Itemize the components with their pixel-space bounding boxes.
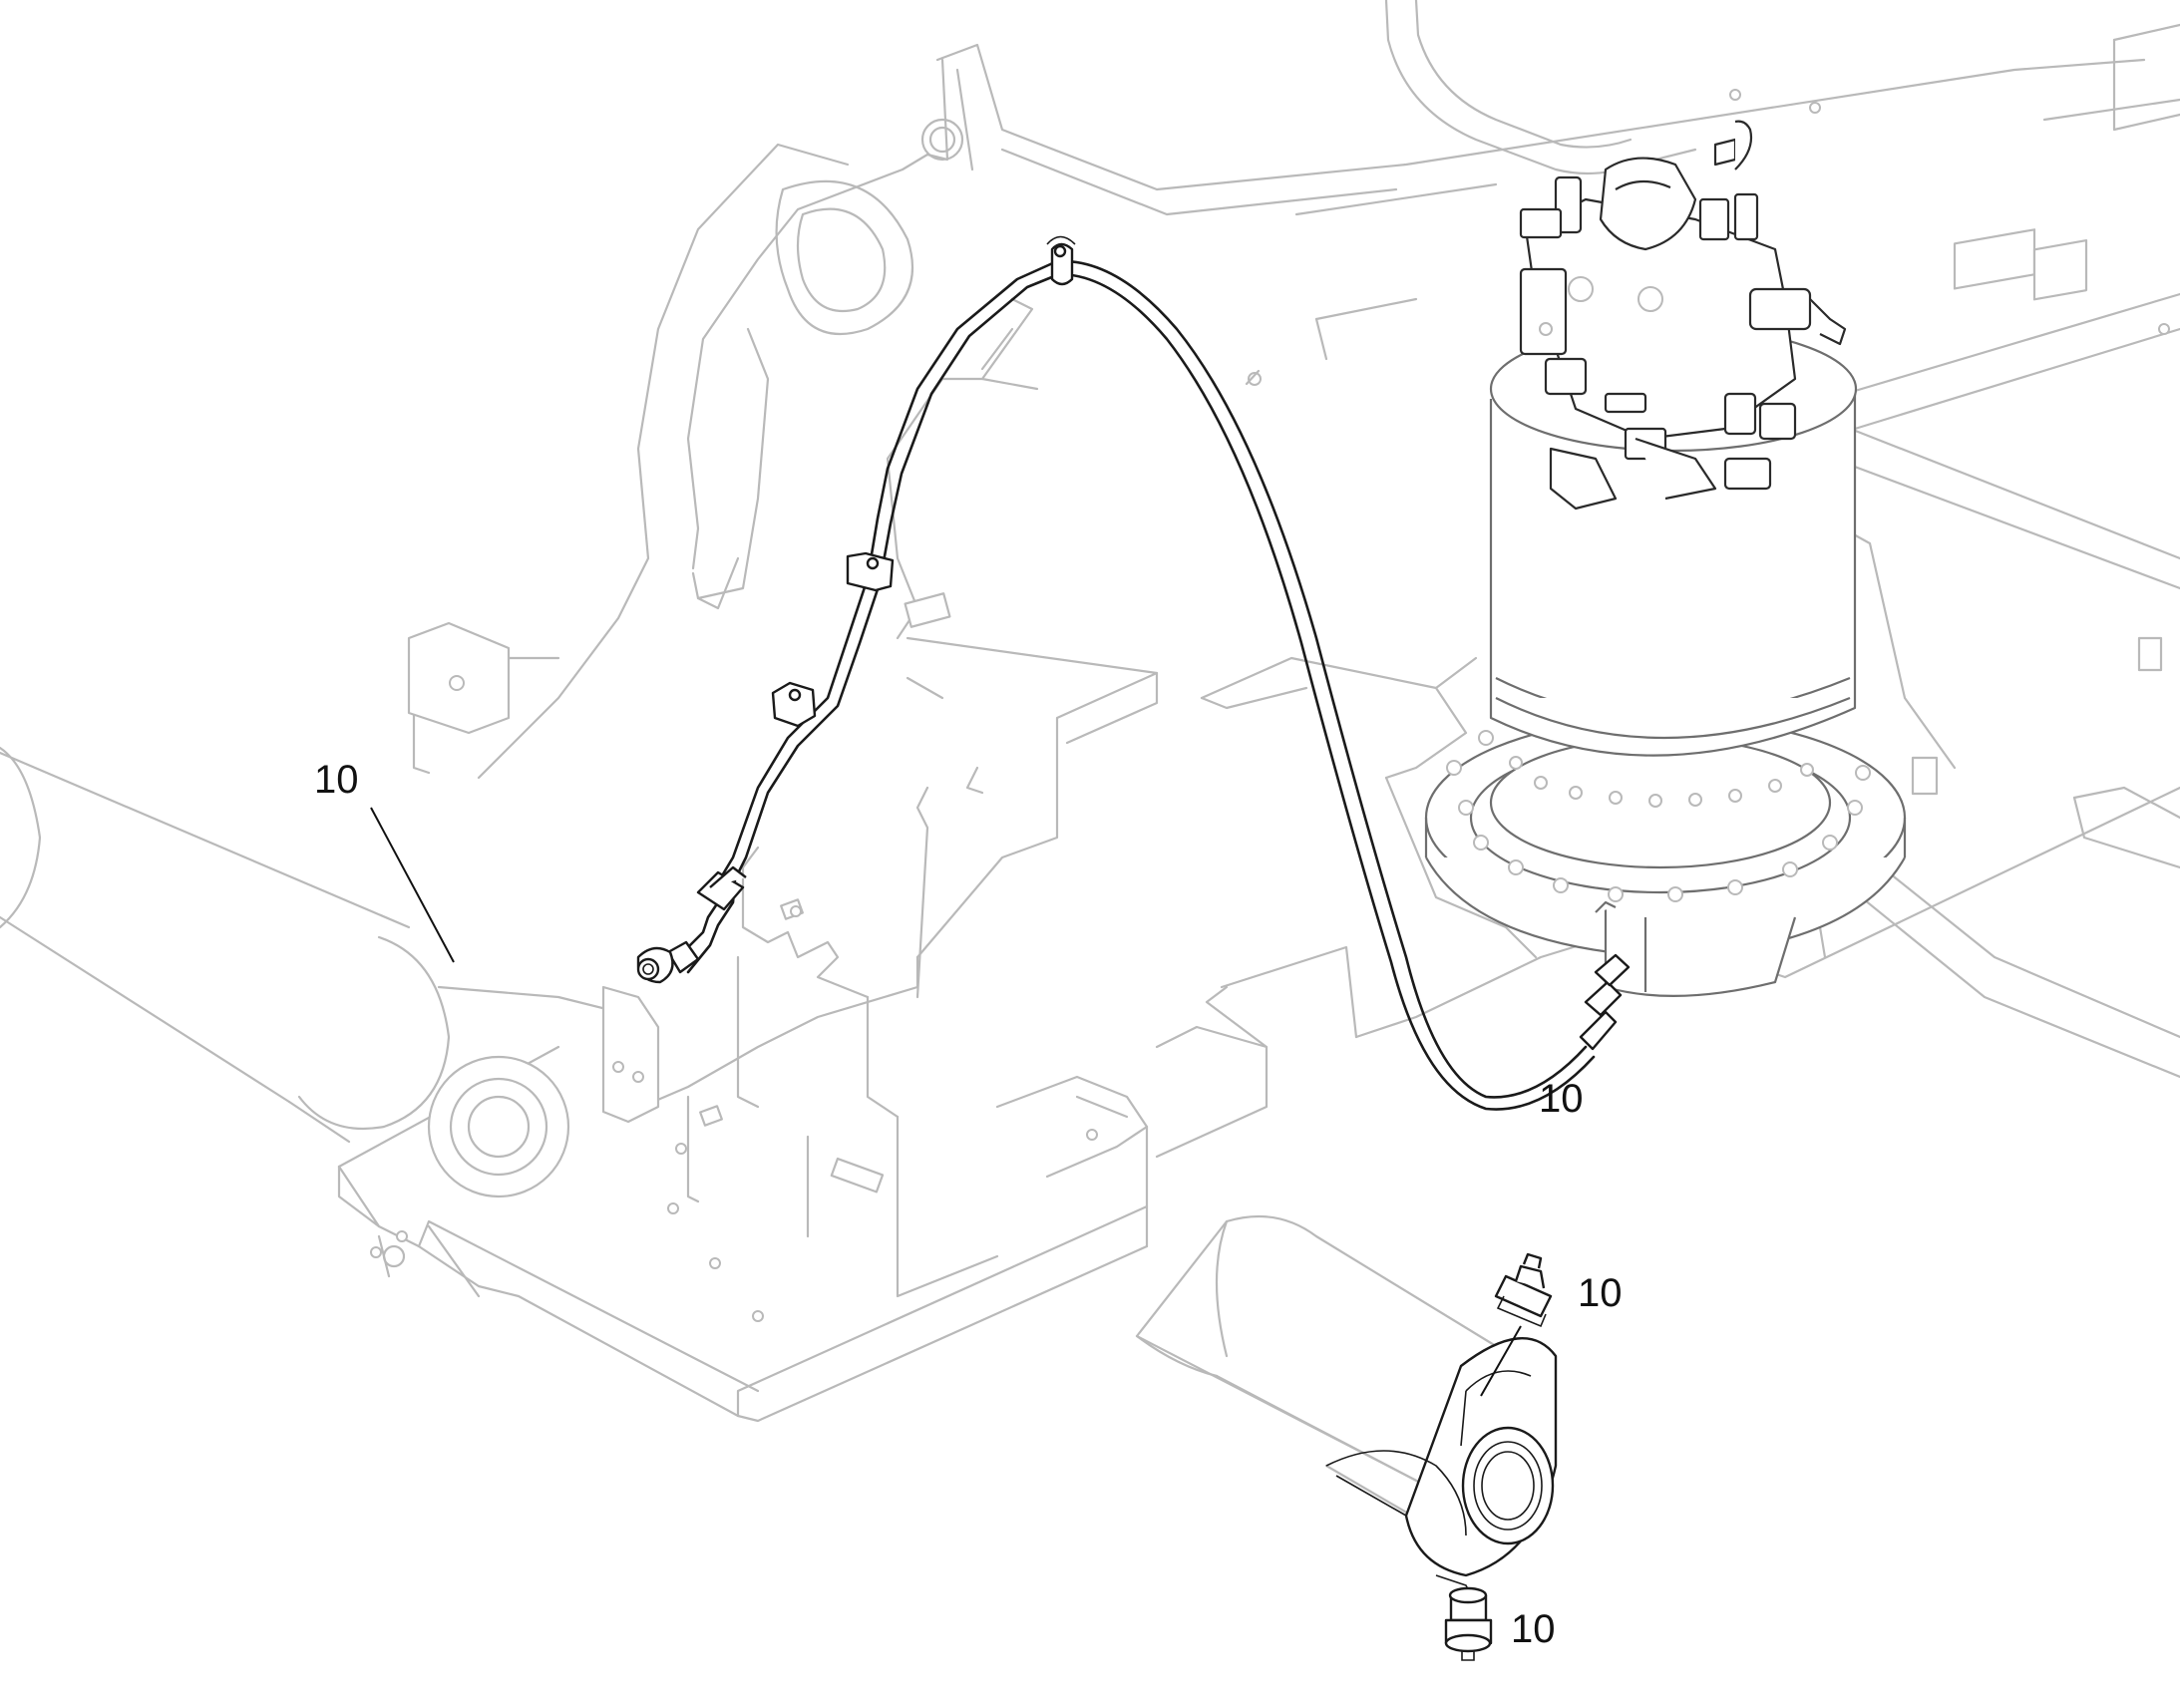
callout-label: 10 <box>1539 1077 1584 1121</box>
callout-label: 10 <box>314 758 359 802</box>
lubrication-hose-route <box>636 235 1631 1111</box>
flange-bolt-holes <box>1446 730 1871 902</box>
lower-cylinder <box>1135 1214 1558 1596</box>
machine-frame-outline <box>0 0 2180 1423</box>
grease-fitting-upper <box>1494 1252 1553 1328</box>
grease-fitting-lower <box>1444 1586 1493 1661</box>
callout-label: 10 <box>1511 1607 1556 1651</box>
callout-2: 10 <box>1539 1077 1584 1121</box>
callout-label: 10 <box>1578 1271 1623 1315</box>
callout-4: 10 <box>1511 1607 1556 1651</box>
callout-1: 10 <box>314 758 455 963</box>
swing-motor-assembly <box>1424 120 1907 997</box>
callout-3: 10 <box>1480 1271 1623 1397</box>
